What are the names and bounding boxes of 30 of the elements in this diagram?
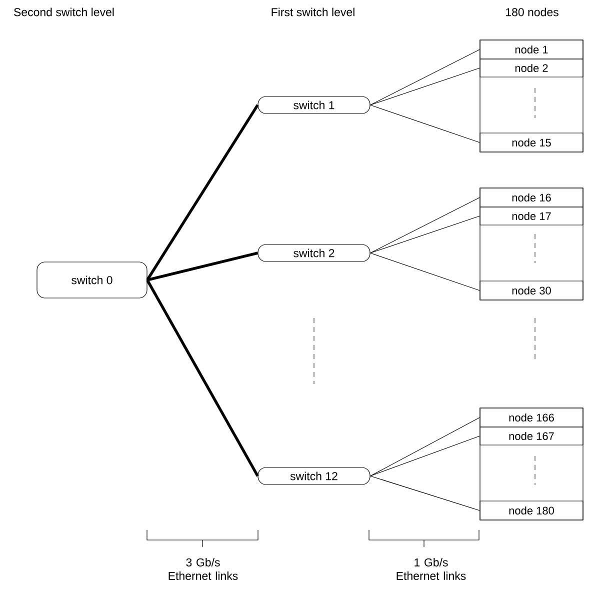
node-box: node 15 (480, 132, 584, 152)
connector-line (370, 417, 480, 476)
bracket-label: 3 Gb/s Ethernet links (168, 558, 238, 580)
switch-box: switch 2 (258, 244, 370, 262)
connector-line (370, 68, 480, 106)
column-heading: Second switch level (14, 8, 114, 16)
node-box: node 17 (480, 206, 584, 226)
node-box: node 30 (480, 280, 584, 300)
node-box: node 166 (480, 408, 584, 428)
connector-line (370, 197, 480, 254)
bracket-label: 1 Gb/s Ethernet links (396, 558, 466, 580)
switch-box: switch 1 (258, 96, 370, 114)
connector-line (146, 252, 258, 282)
connector-line (370, 476, 480, 511)
node-box: node 16 (480, 188, 584, 208)
column-heading: First switch level (272, 8, 354, 16)
node-box: node 180 (480, 500, 584, 520)
column-heading: 180 nodes (506, 8, 558, 16)
connector-line (370, 216, 480, 254)
switch-box: switch 0 (36, 262, 148, 298)
connector-line (370, 104, 480, 143)
connector-line (370, 436, 480, 476)
node-box: node 2 (480, 58, 584, 78)
connector-line (370, 252, 480, 291)
switch-box: switch 12 (258, 467, 370, 485)
node-box: node 1 (480, 40, 584, 60)
node-box: node 167 (480, 426, 584, 446)
connector-line (146, 279, 259, 477)
connector-line (146, 104, 259, 281)
connector-line (370, 49, 480, 106)
